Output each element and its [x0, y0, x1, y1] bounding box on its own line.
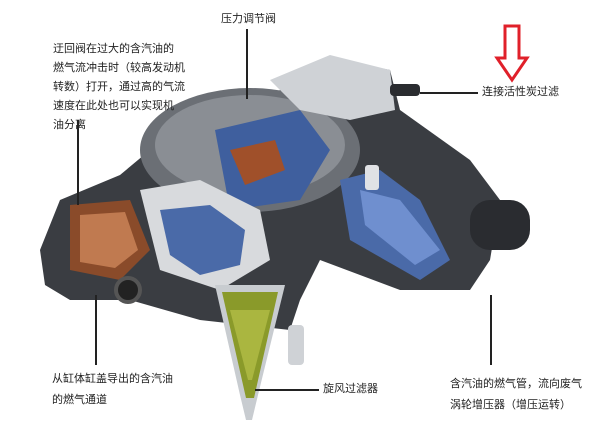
label-pressure-valve: 压力调节阀	[221, 12, 276, 25]
charcoal-connector-pipe	[390, 84, 420, 96]
leader-charcoal	[420, 92, 478, 94]
label-line: 涡轮增压器（增压运转）	[450, 398, 571, 411]
leader-turbo	[490, 295, 492, 365]
label-line: 速度在此处也可以实现机	[53, 99, 174, 112]
label-line: 转数）打开，通过高的气流	[53, 80, 185, 93]
leader-cyclone	[255, 389, 319, 391]
leader-pressure-valve	[246, 29, 248, 99]
label-line: 的燃气通道	[52, 393, 107, 406]
label-bypass-valve: 迂回阀在过大的含汽油的 燃气流冲击时（较高发动机 转数）打开，通过高的气流 速度…	[53, 39, 185, 134]
bolt	[288, 325, 304, 365]
mount-hole	[114, 276, 142, 304]
label-line: 含汽油的燃气管，流向废气	[450, 377, 582, 390]
label-line: 油分离	[53, 118, 86, 131]
red-arrow-icon	[494, 24, 530, 83]
label-line: 燃气流冲击时（较高发动机	[53, 61, 185, 74]
leader-crankcase	[95, 295, 97, 365]
label-charcoal-filter: 连接活性炭过滤	[482, 85, 559, 98]
leader-bypass-valve	[77, 120, 79, 205]
turbo-pipe	[470, 200, 530, 250]
label-cyclone: 旋风过滤器	[323, 382, 378, 395]
charcoal-connector-housing	[270, 55, 395, 120]
label-turbo-pipe: 含汽油的燃气管，流向废气 涡轮增压器（增压运转）	[450, 373, 582, 415]
label-line: 从缸体缸盖导出的含汽油	[52, 372, 173, 385]
label-line: 迂回阀在过大的含汽油的	[53, 42, 174, 55]
label-crankcase-channel: 从缸体缸盖导出的含汽油 的燃气通道	[52, 368, 173, 410]
